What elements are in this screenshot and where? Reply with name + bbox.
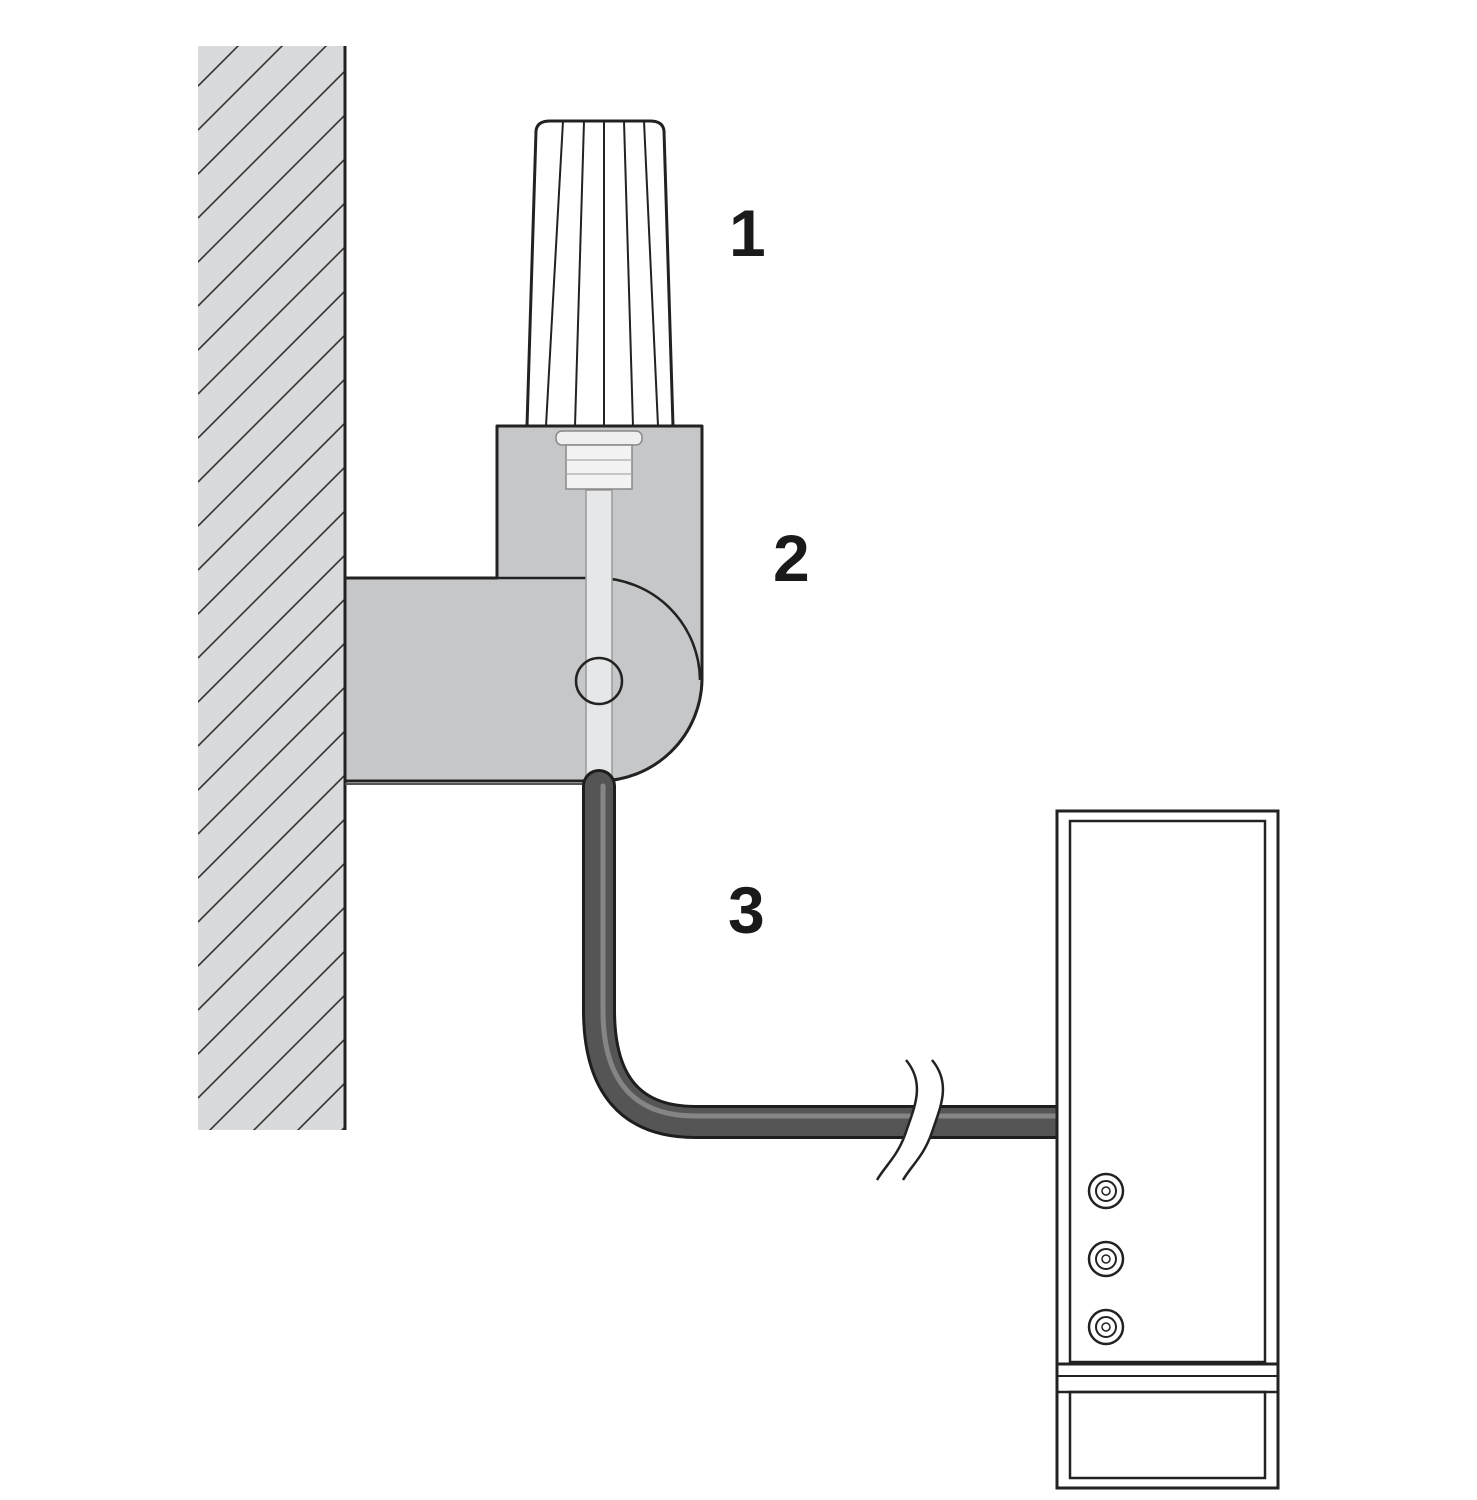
connector-port-1 [1087, 1172, 1125, 1210]
pivot-bolt [574, 656, 624, 706]
device-connectors [1087, 1172, 1125, 1346]
receiver-device [1055, 809, 1280, 1366]
connector-port-3 [1087, 1308, 1125, 1346]
cable-break-symbol [875, 1059, 945, 1181]
callout-2-bracket: 2 [773, 521, 810, 595]
receiver-base [1055, 1362, 1280, 1490]
callout-3-cable: 3 [728, 873, 765, 947]
wall [198, 46, 347, 1130]
antenna [525, 119, 675, 428]
antenna-cable [582, 769, 1127, 1140]
mounting-bracket [343, 424, 704, 785]
connector-port-2 [1087, 1240, 1125, 1278]
callout-1-antenna: 1 [729, 196, 766, 270]
antenna-connector [555, 430, 643, 490]
